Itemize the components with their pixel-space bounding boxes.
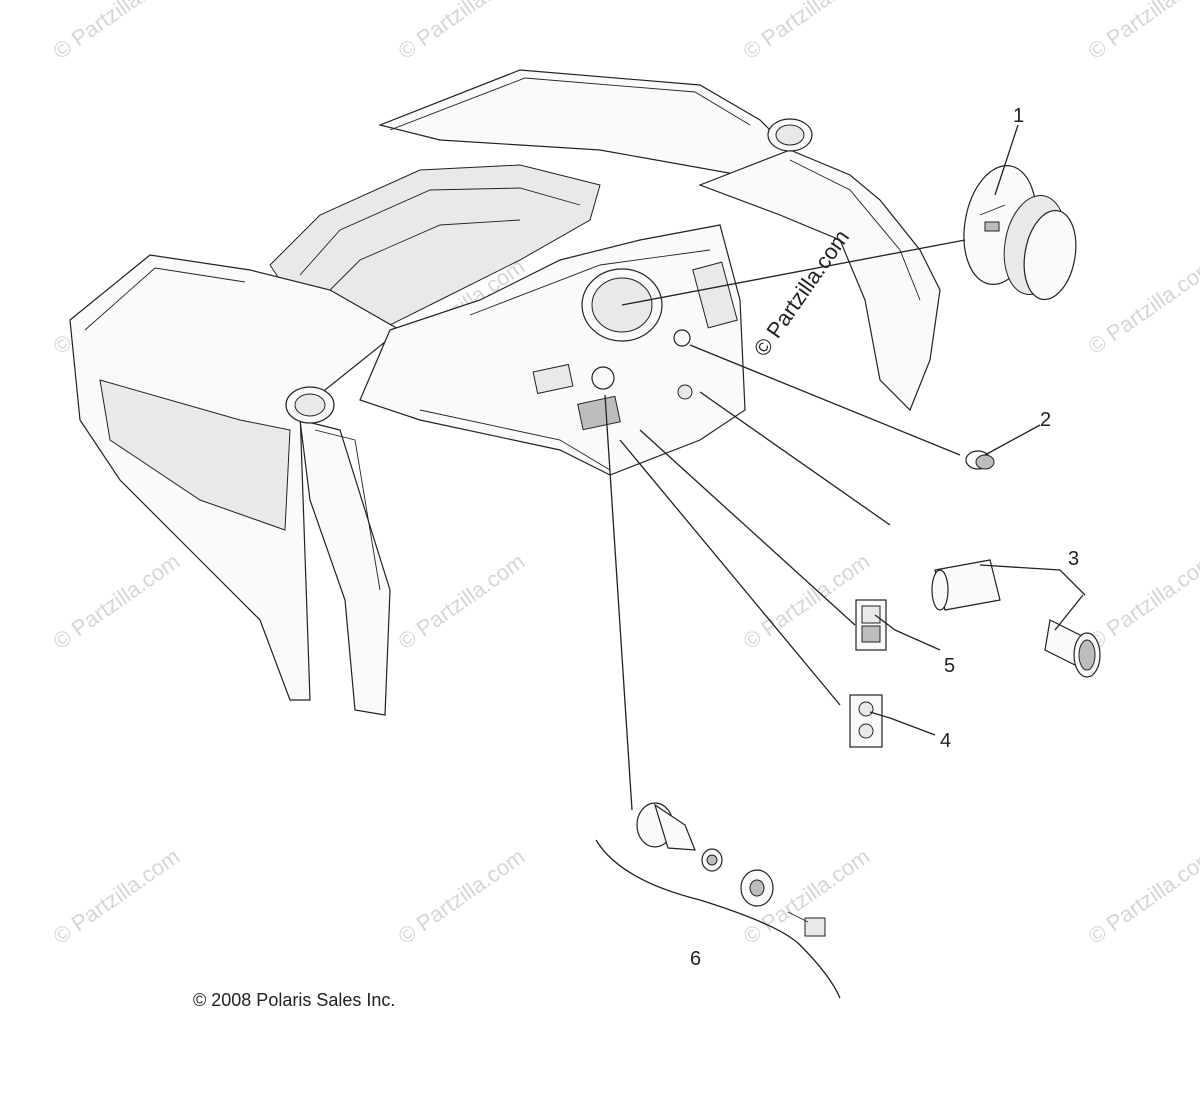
- watermark: © Partzilla.com: [394, 844, 530, 950]
- watermark: © Partzilla.com: [1084, 0, 1200, 64]
- watermark: © Partzilla.com: [394, 0, 530, 64]
- callout-1: 1: [1013, 105, 1024, 127]
- watermark: © Partzilla.com: [49, 844, 185, 950]
- watermark: © Partzilla.com: [394, 549, 530, 655]
- part-1-speedometer-gauge: [963, 164, 1077, 301]
- callout-6: 6: [690, 948, 701, 970]
- part-2-indicator-light: [965, 450, 995, 470]
- callout-4: 4: [940, 730, 951, 752]
- leader-lines: [595, 124, 1086, 999]
- part-6-ignition-switch: [636, 802, 826, 937]
- callout-labels: 1 2 3 5 4 6: [690, 105, 1079, 970]
- watermark: © Partzilla.com: [49, 549, 185, 655]
- watermark: © Partzilla.com: [1084, 549, 1200, 655]
- watermark: © Partzilla.com: [739, 0, 875, 64]
- callout-5: 5: [944, 655, 955, 677]
- callout-2: 2: [1040, 409, 1051, 431]
- watermark: © Partzilla.com: [1084, 254, 1200, 360]
- part-5-rocker-switch: [855, 599, 887, 651]
- dashboard-body-drawing: [69, 69, 941, 716]
- center-watermark: © Partzilla.com: [749, 225, 855, 361]
- watermark: © Partzilla.com: [739, 549, 875, 655]
- part-4-switch: [849, 694, 883, 748]
- watermark: © Partzilla.com: [49, 0, 185, 64]
- watermark: © Partzilla.com: [1084, 844, 1200, 950]
- part-3-power-socket: [931, 559, 1101, 678]
- callout-3: 3: [1068, 548, 1079, 570]
- copyright-notice: © 2008 Polaris Sales Inc.: [193, 990, 395, 1010]
